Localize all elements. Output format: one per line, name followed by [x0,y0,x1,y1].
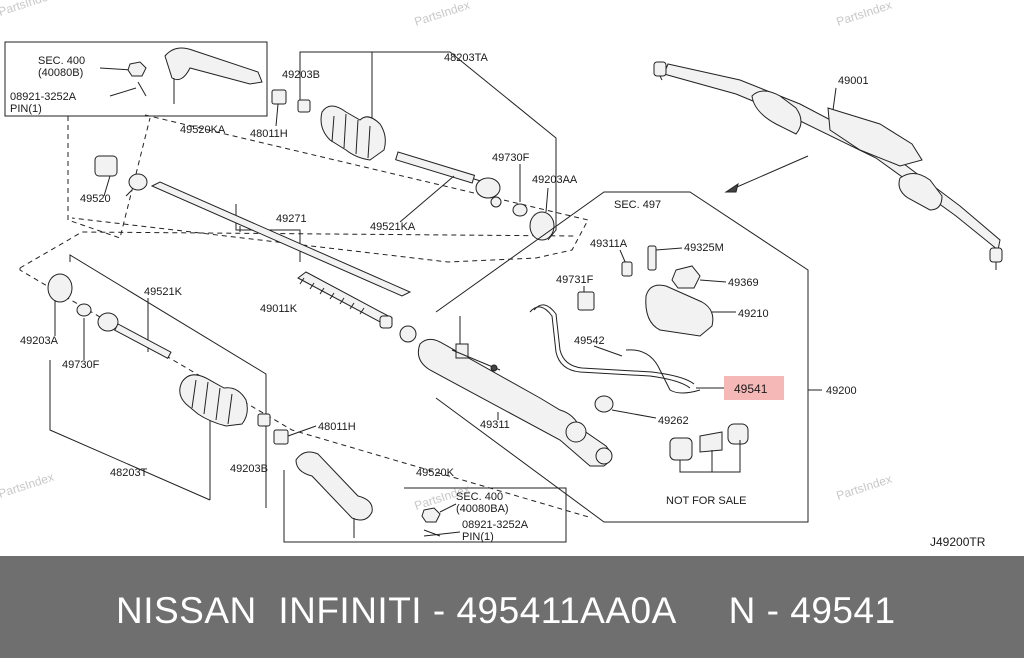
label-49520k: 49520K [416,467,455,479]
label-not-for-sale: NOT FOR SALE [666,495,746,507]
label-49520ka: 49520KA [180,124,226,136]
inset-box-top [4,41,268,117]
bracket-icon [577,291,595,311]
gear-housing-icon [417,338,611,467]
label-sec400-bot: SEC. 400 [456,491,503,503]
bushing-icon [271,89,287,105]
clip-icon [297,99,311,113]
label-49369: 49369 [728,277,759,289]
label-48203t: 48203T [110,467,148,479]
label-49203aa: 49203AA [532,174,578,186]
label-sec400-top-code: (40080B) [38,67,83,79]
label-49200: 49200 [826,385,857,397]
control-valve-icon [645,284,714,337]
label-diagram-code: J49200TR [930,535,986,549]
rack-tube-icon [150,181,412,297]
label-48011h-top: 48011H [250,128,288,140]
label-49520: 49520 [80,193,111,205]
cap-icon [671,265,701,289]
label-sec400-bot-code: (40080BA) [456,503,509,515]
valve-icon [647,245,657,271]
parts-diagram: PartsIndex PartsIndex PartsIndex PartsIn… [0,0,1003,549]
tie-rod-end-icon [164,47,263,85]
highlight-49541 [724,376,784,400]
washer-icon [512,203,528,217]
rack-teeth [299,277,365,315]
label-49541: 49541 [734,382,768,396]
part-number-title: NISSAN INFINITI - 495411AA0A N - 49541 [116,590,896,631]
label-49542: 49542 [574,335,605,347]
watermark: PartsIndex [413,0,472,29]
o-ring-icon [594,395,614,413]
watermark: PartsIndex [0,470,55,501]
label-pin-bot-num: 08921-3252A [462,519,529,531]
label-49203a: 49203A [20,335,59,347]
washer-icon [76,303,92,317]
label-49730f-top: 49730F [492,152,530,164]
label-pin-top: PIN(1) [10,103,42,115]
label-sec400-top: SEC. 400 [38,55,85,67]
clip-icon [257,413,271,427]
label-pin-bot: PIN(1) [462,531,494,543]
label-49311a: 49311A [590,238,628,250]
label-49011k: 49011K [260,303,298,315]
label-49210: 49210 [738,308,769,320]
hydraulic-line-icon [529,306,691,389]
label-49203b-top: 49203B [282,69,320,81]
label-pin-top-num: 08921-3252A [10,91,77,103]
label-49311: 49311 [480,419,510,431]
watermark: PartsIndex [835,0,894,29]
boot-icon [320,105,386,161]
clamp-icon [529,211,555,241]
label-48203ta: 48203TA [444,52,488,64]
footer-banner: NISSAN INFINITI - 495411AA0A N - 49541 [0,556,1024,658]
label-sec497: SEC. 497 [614,199,661,211]
nut-icon [127,61,147,77]
rack-assembly-icon [663,63,1001,251]
rack-bushing-icon [94,155,118,177]
watermark: PartsIndex [835,472,894,503]
label-49203b-bot: 49203B [230,463,268,475]
bolt-icon [621,261,633,277]
label-49521k: 49521K [144,286,183,298]
label-48011h-bot: 48011H [318,421,356,433]
inner-tie-rod-icon [114,323,172,360]
label-49730f-left: 49730F [62,359,100,371]
watermark: PartsIndex [0,0,55,19]
label-49001: 49001 [838,75,869,87]
label-49731f: 49731F [556,274,594,286]
bushing-icon [273,429,289,445]
inner-tie-rod-icon [395,151,476,184]
label-49521ka: 49521KA [370,221,416,233]
label-49262: 49262 [658,415,689,427]
label-49271: 49271 [276,213,307,225]
nut-icon [421,507,441,523]
tie-rod-end-icon [295,451,373,521]
boot-icon [179,374,248,427]
label-49325m: 49325M [684,242,724,254]
clamp-icon [47,273,73,303]
